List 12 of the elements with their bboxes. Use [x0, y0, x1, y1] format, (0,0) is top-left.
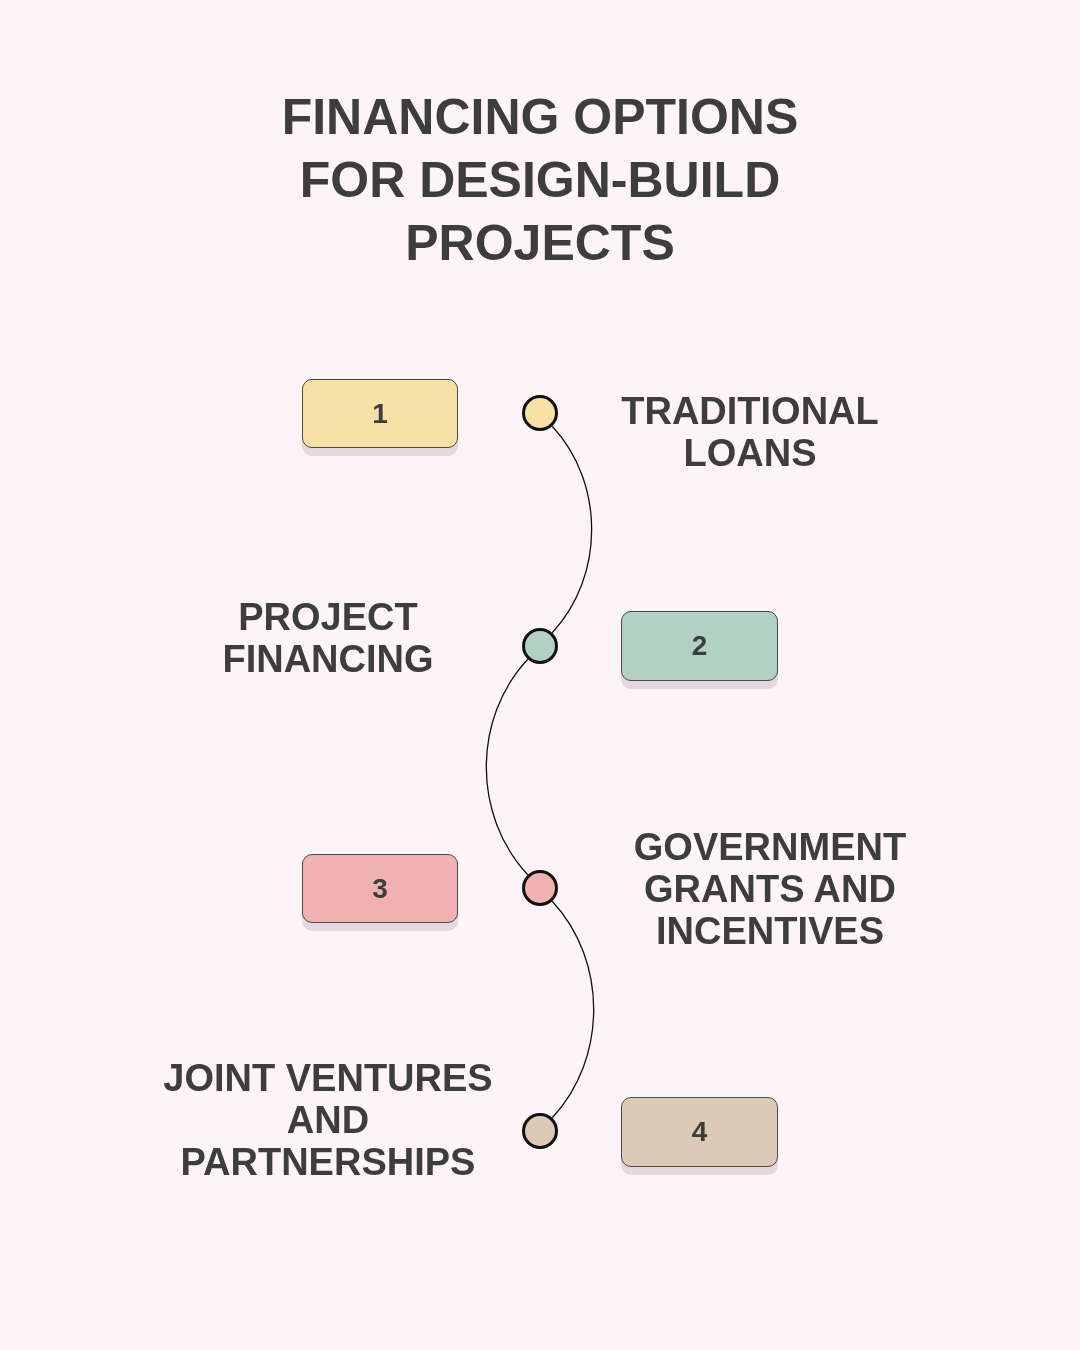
timeline-dot [522, 395, 558, 431]
connector-curve [485, 658, 529, 876]
connector-curve [551, 900, 595, 1119]
timeline-dot [522, 628, 558, 664]
title: FINANCING OPTIONS FOR DESIGN-BUILD PROJECTS [280, 88, 800, 273]
option-label: JOINT VENTURES AND PARTNERSHIPS [162, 1057, 494, 1183]
option-label: PROJECT FINANCING [221, 596, 435, 680]
timeline-dot [522, 870, 558, 906]
connector-curve [551, 425, 593, 634]
option-label: TRADITIONAL LOANS [620, 390, 880, 474]
option-label: GOVERNMENT GRANTS AND INCENTIVES [632, 826, 908, 952]
timeline-dot [522, 1113, 558, 1149]
